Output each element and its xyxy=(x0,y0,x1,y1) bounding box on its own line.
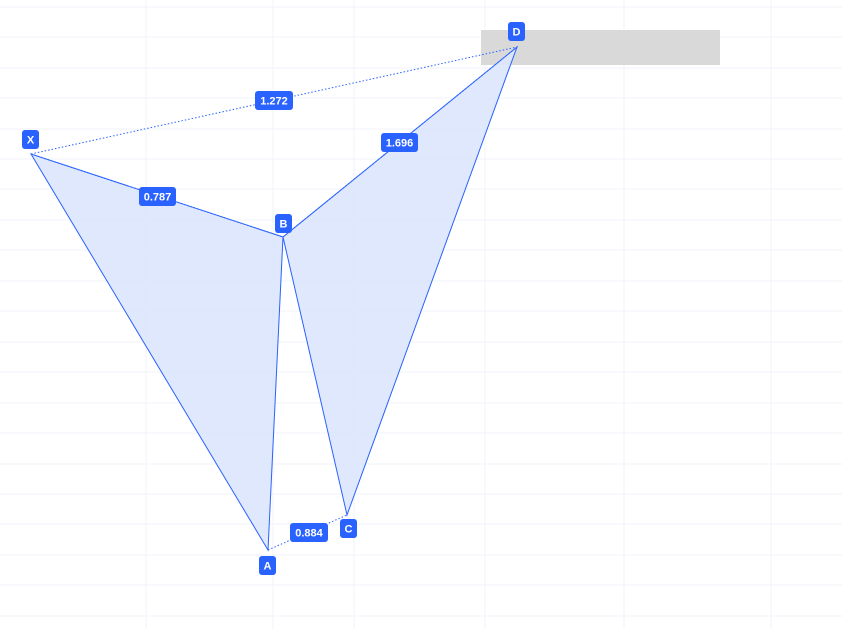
ratio-label-bd: 1.696 xyxy=(381,133,418,152)
ratio-label-ac: 0.884 xyxy=(290,523,328,542)
ratio-label-xd: 1.272 xyxy=(255,91,293,110)
point-label-x[interactable]: X xyxy=(22,130,39,149)
point-label-a-text: A xyxy=(264,561,272,573)
point-label-a[interactable]: A xyxy=(259,556,276,575)
point-label-b-text: B xyxy=(280,219,288,231)
ratio-label-xb: 0.787 xyxy=(139,187,176,206)
point-label-b[interactable]: B xyxy=(275,214,292,233)
ratio-label-bd-text: 1.696 xyxy=(386,138,414,150)
ratio-label-xd-text: 1.272 xyxy=(260,96,288,108)
xab-triangle[interactable] xyxy=(29,153,284,552)
point-label-c-text: C xyxy=(345,524,353,536)
point-label-x-text: X xyxy=(27,135,35,147)
pattern-drawing[interactable] xyxy=(29,45,519,552)
point-label-c[interactable]: C xyxy=(340,519,357,538)
point-label-d-text: D xyxy=(513,27,521,39)
point-label-d[interactable]: D xyxy=(508,22,525,41)
ratio-label-xb-text: 0.787 xyxy=(144,192,172,204)
xb-ratio-line xyxy=(30,153,284,238)
ratio-label-ac-text: 0.884 xyxy=(295,528,323,540)
